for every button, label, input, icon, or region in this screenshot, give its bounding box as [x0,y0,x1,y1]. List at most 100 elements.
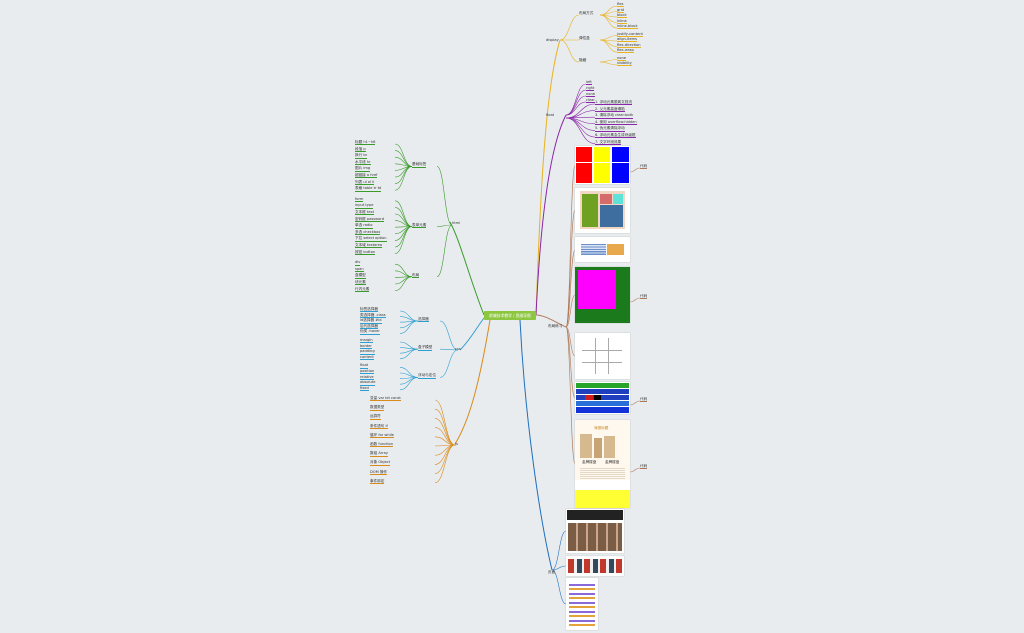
html-item[interactable]: 超链接 a href [355,173,378,179]
branch-html-label[interactable]: html [452,221,461,225]
float-item[interactable]: left [586,80,592,86]
html-item[interactable]: 块元素 [355,280,366,286]
html-item[interactable]: 文本框 text [355,210,375,216]
float-detail[interactable]: 3. 清除浮动 clear:both [595,113,634,119]
css-item[interactable]: fixed [360,385,369,392]
float-detail[interactable]: 1. 浮动元素脱离文档流 [595,100,632,106]
root-node[interactable]: 前端技术教学 / 思维导图 [484,311,536,320]
js-item[interactable]: 变量 var let const [370,396,401,402]
thumb-block-layout[interactable] [575,188,630,233]
js-item[interactable]: 函数 function [370,442,394,448]
display-group-2[interactable]: 弹性盒 [579,36,590,40]
practice-code-link[interactable]: 代码 [640,397,648,403]
html-item[interactable]: 表格 table tr td [355,186,382,192]
css-item[interactable]: 伪类 :hover [360,329,380,335]
html-item[interactable]: 水平线 hr [355,159,371,166]
float-detail[interactable]: 4. 使用 overflow:hidden [595,119,637,126]
html-item[interactable]: 行内元素 [355,286,370,292]
branch-float-label[interactable]: float [546,113,555,117]
js-item[interactable]: 循环 for while [370,432,394,439]
float-detail[interactable]: 5. 伪元素清除浮动 [595,126,625,132]
thumb-colored-table[interactable] [575,382,630,414]
display-group-1[interactable]: 布局方式 [579,11,594,15]
css-item[interactable]: border [360,343,372,349]
html-group[interactable]: 表单元素 [412,222,427,228]
css-item[interactable]: 后代选择器 [360,323,378,330]
display-item[interactable]: none [617,55,626,61]
js-item[interactable]: 运算符 [370,414,381,420]
html-item[interactable]: 按钮 button [355,249,376,255]
display-item[interactable]: flex-direction [617,42,641,48]
html-item[interactable]: 换行 br [355,153,368,159]
float-detail[interactable]: 6. 浮动元素会生成块级框 [595,133,636,139]
float-item[interactable]: none [586,92,595,98]
thumb-page-products[interactable] [566,556,624,576]
thumb-color-columns[interactable] [575,146,630,184]
css-group[interactable]: 选择器 [418,317,429,323]
js-item[interactable]: 条件语句 if [370,423,388,429]
html-item[interactable]: 下拉 select option [355,236,387,242]
thumb-page-icons[interactable] [566,509,624,553]
thumb-page-shop[interactable] [566,578,598,630]
branch-practice-label[interactable]: 布局练习 [548,324,563,328]
html-group[interactable]: 布局 [412,272,420,279]
branch-css-label[interactable]: css [455,347,461,351]
display-item[interactable]: flex-wrap [617,48,634,54]
branch-display-label[interactable]: display [546,38,559,42]
branch-pages-label[interactable]: 页面 [548,570,556,574]
html-item[interactable]: 列表 ul ol li [355,179,375,185]
html-item[interactable]: 段落 p [355,146,366,152]
display-group-3[interactable]: 隐藏 [579,58,587,62]
css-item[interactable]: padding [360,349,375,355]
js-item[interactable]: 数组 Array [370,451,389,457]
css-item[interactable]: 类选择器 .class [360,312,386,318]
display-item[interactable]: align-items [617,37,638,43]
display-item[interactable]: block [617,13,627,19]
display-item[interactable]: grid [617,7,625,13]
css-item[interactable]: position [360,369,375,375]
html-item[interactable]: input type [355,203,374,209]
html-item[interactable]: 标题 h1~h6 [355,140,376,146]
js-item[interactable]: 数据类型 [370,405,385,411]
thumb-magenta-box[interactable] [575,267,630,323]
display-item[interactable]: visibility [617,61,632,67]
float-item[interactable]: clear [586,98,595,104]
float-item[interactable]: right [586,86,595,92]
js-item[interactable]: 事件绑定 [370,478,385,485]
css-item[interactable]: id选择器 #id [360,318,382,324]
css-item[interactable]: absolute [360,380,376,386]
css-item[interactable]: margin [360,338,373,344]
display-item[interactable]: inline [617,18,627,24]
display-item[interactable]: flex [617,2,624,8]
html-group[interactable]: 基础标签 [412,162,427,168]
html-item[interactable]: 多选 checkbox [355,229,381,236]
css-item[interactable]: float [360,363,369,369]
html-item[interactable]: 密码框 password [355,216,384,222]
js-item[interactable]: DOM 操作 [370,469,388,475]
css-group[interactable]: 盒子模型 [418,345,433,351]
practice-code-link[interactable]: 代码 [640,164,648,170]
float-detail[interactable]: 7. 文字环绕效果 [595,139,622,145]
display-item[interactable]: inline-block [617,24,638,30]
html-item[interactable]: form [355,196,364,203]
thumb-grid-lines[interactable] [575,333,630,379]
css-item[interactable]: relative [360,374,374,380]
js-item[interactable]: 对象 Object [370,460,391,466]
html-item[interactable]: 单选 radio [355,223,373,229]
html-item[interactable]: div [355,260,361,266]
html-item[interactable]: 盒模型 [355,273,366,279]
practice-code-link[interactable]: 代码 [640,464,648,470]
css-item[interactable]: content [360,354,374,361]
float-detail[interactable]: 2. 父元素高度塌陷 [595,106,625,112]
display-item[interactable]: justify-content [617,31,643,37]
css-item[interactable]: 标签选择器 [360,307,378,313]
css-group[interactable]: 浮动与定位 [418,373,436,379]
html-item[interactable]: span [355,266,364,273]
practice-code-link[interactable]: 代码 [640,294,648,300]
thumb-stripes[interactable] [575,237,630,262]
html-item[interactable]: 文本域 textarea [355,243,383,249]
branch-js-label[interactable]: js [455,442,458,446]
html-item[interactable]: 图片 img [355,166,371,172]
thumb-estate-poster[interactable]: 海报标题 金牌楼盘 金牌楼盘 [575,420,630,508]
